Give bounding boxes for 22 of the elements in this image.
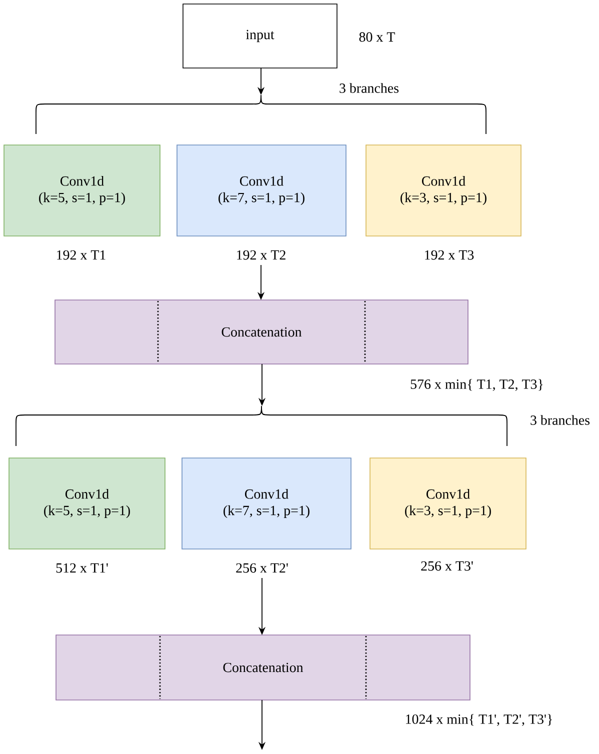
process-box: Conv1d (k=3, s=1, p=1) xyxy=(370,458,526,550)
process-box: Conv1d (k=5, s=1, p=1) xyxy=(4,144,160,236)
process-box: Conv1d (k=3, s=1, p=1) xyxy=(366,144,522,236)
branch-label: 3 branches xyxy=(530,415,590,425)
size-label: 192 x T1 xyxy=(57,250,106,260)
size-label: 192 x T3 xyxy=(425,250,474,260)
brace xyxy=(16,406,508,446)
process-box: Conv1d (k=7, s=1, p=1) xyxy=(182,458,352,550)
size-label: 512 x T1' xyxy=(56,563,108,573)
size-label: 80 x T xyxy=(359,32,395,42)
size-label: 576 x min{ T1, T2, T3} xyxy=(410,379,543,391)
process-box: input xyxy=(182,4,338,68)
process-box: Conv1d (k=5, s=1, p=1) xyxy=(8,458,166,550)
process-box: Conv1d (k=7, s=1, p=1) xyxy=(176,144,346,236)
process-box: Concatenation xyxy=(54,300,468,364)
size-label: 256 x T2' xyxy=(236,563,288,573)
branch-label: 3 branches xyxy=(340,83,398,93)
size-label: 1024 x min{ T1', T2', T3'} xyxy=(406,714,552,726)
process-box: Concatenation xyxy=(56,634,470,700)
size-label: 192 x T2 xyxy=(237,250,286,260)
size-label: 256 x T3' xyxy=(421,561,473,571)
brace xyxy=(36,94,486,134)
